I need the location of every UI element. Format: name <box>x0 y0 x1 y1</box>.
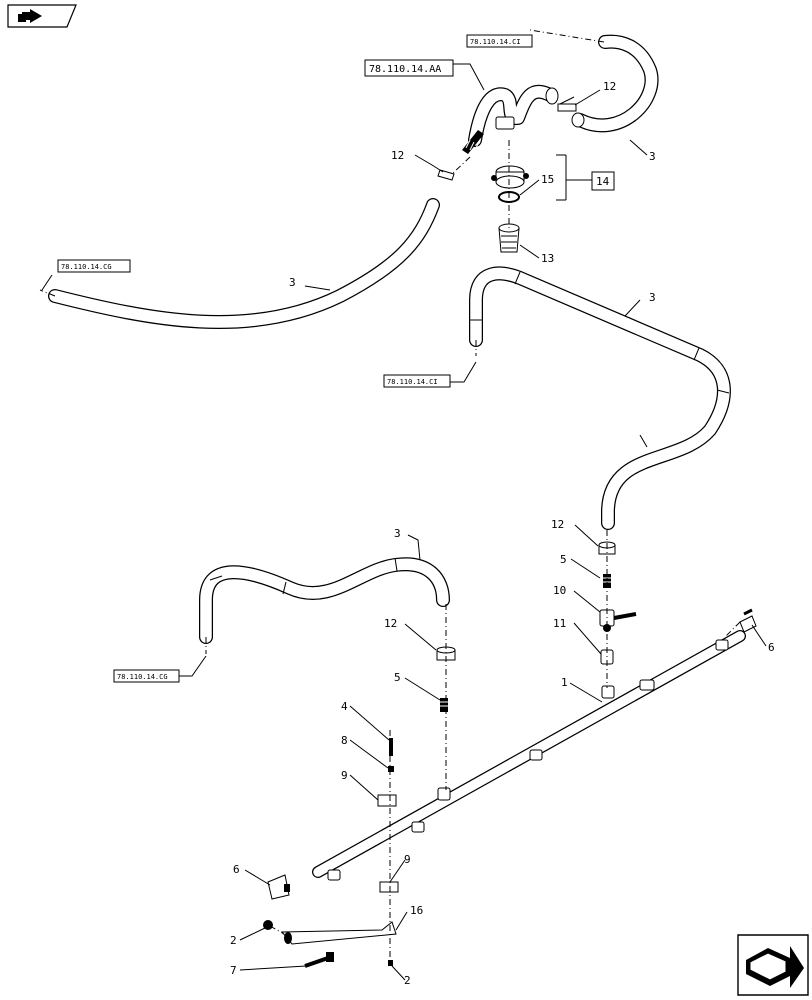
callout-3: 3 <box>649 150 656 163</box>
callout-2: 2 <box>404 974 411 987</box>
leader-lines <box>41 63 767 981</box>
elbow-fitting-right <box>571 112 585 128</box>
ref-label: 78.110.14.CG <box>61 263 112 271</box>
callout-5: 5 <box>394 671 401 684</box>
hose-top-right <box>573 34 659 133</box>
ref-label: 78.110.14.CI <box>470 38 521 46</box>
clamp-12-left <box>437 169 455 181</box>
ref-label: 78.110.14.CG <box>117 673 168 681</box>
bolt-4 <box>389 738 393 756</box>
callout-5: 5 <box>560 553 567 566</box>
ref-box-bottom-left[interactable]: 78.110.14.CG <box>113 669 180 683</box>
callout-1: 1 <box>561 676 568 689</box>
ref-label: 78.110.14.AA <box>369 64 441 75</box>
top-elbow-assembly <box>462 84 559 154</box>
bracket-16 <box>280 921 397 945</box>
valve-10 <box>599 609 637 632</box>
callout-15: 15 <box>541 173 554 186</box>
coupler-14 <box>491 165 529 189</box>
ref-box-top-main[interactable]: 78.110.14.AA <box>364 59 454 77</box>
top-left-nav-icon[interactable] <box>7 4 77 28</box>
callout-3: 3 <box>649 291 656 304</box>
callout-13: 13 <box>541 252 554 265</box>
callout-9: 9 <box>404 853 411 866</box>
bolt-7 <box>304 952 334 968</box>
callout-8: 8 <box>341 734 348 747</box>
callout-10: 10 <box>553 584 566 597</box>
callout-16: 16 <box>410 904 423 917</box>
callout-6: 6 <box>233 863 240 876</box>
callout-9: 9 <box>341 769 348 782</box>
end-cap-6-left <box>267 874 290 900</box>
callout-6: 6 <box>768 641 775 654</box>
bottom-right-nav-icon[interactable] <box>737 934 809 996</box>
clip-9-bottom <box>379 881 399 893</box>
end-cap-6-right <box>739 608 757 633</box>
hose-left-curve <box>48 198 440 330</box>
center-lines <box>39 29 741 965</box>
ref-box-mid[interactable]: 78.110.14.CI <box>383 374 451 388</box>
callout-2: 2 <box>230 934 237 947</box>
callout-12: 12 <box>603 80 616 93</box>
washer-8 <box>388 766 394 772</box>
nut-2-left <box>263 920 273 930</box>
callout-4: 4 <box>341 700 348 713</box>
callout-numbers: 12 3 12 15 13 3 3 3 12 5 10 11 12 6 5 1 … <box>230 80 775 987</box>
ref-box-top-right[interactable]: 78.110.14.CI <box>466 34 533 48</box>
callout-3: 3 <box>289 276 296 289</box>
hose-segment-marks <box>209 271 730 595</box>
callout-7: 7 <box>230 964 237 977</box>
ref-label: 78.110.14.CI <box>387 378 438 386</box>
callout-3: 3 <box>394 527 401 540</box>
callout-11: 11 <box>553 617 566 630</box>
nut-2-bottom <box>388 960 393 966</box>
callout-12: 12 <box>551 518 564 531</box>
clamp-12-top <box>557 96 577 112</box>
manifold-pipe-1 <box>312 630 746 881</box>
callout-12: 12 <box>391 149 404 162</box>
callout-12: 12 <box>384 617 397 630</box>
hose-large-loop <box>469 266 731 530</box>
filter-13 <box>498 223 520 253</box>
ref-box-left[interactable]: 78.110.14.CG <box>57 259 131 273</box>
callout-14: 14 <box>596 175 610 188</box>
callout-14-box: 14 <box>591 171 615 191</box>
clip-9-top <box>377 794 397 807</box>
nipple-5-left <box>440 698 448 712</box>
hose-bottom-wave <box>199 557 450 644</box>
